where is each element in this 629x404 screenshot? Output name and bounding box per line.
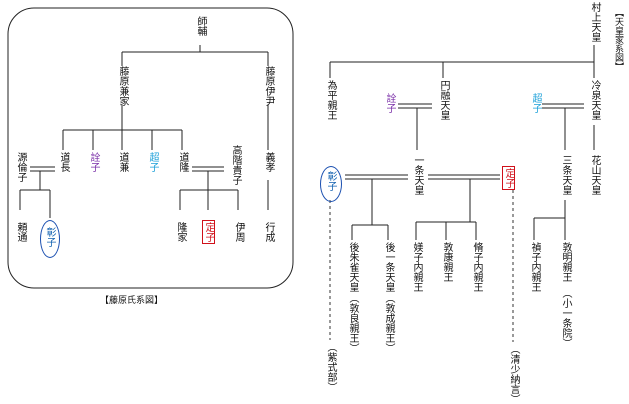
- person-senshi-imperial: 詮子: [384, 93, 395, 113]
- person-michitaka: 道隆: [177, 152, 188, 172]
- person-takaie: 隆家: [175, 222, 186, 242]
- person-yoshitaka: 義孝: [263, 152, 274, 172]
- shoshi-ellipse-imperial: [320, 166, 342, 202]
- person-shoshi-imperial: 彰子: [325, 171, 336, 191]
- person-ichijo: 一条天皇: [412, 155, 423, 195]
- person-atsuakira: 敦明親王: [560, 242, 571, 282]
- person-atsuakira-note: （小一条院）: [560, 288, 571, 348]
- person-michikane: 道兼: [117, 152, 128, 172]
- shoshi-ellipse-fujiwara: [40, 220, 60, 258]
- person-kazan: 花山天皇: [589, 155, 600, 195]
- person-senshi: 詮子: [88, 152, 99, 172]
- person-shisuke: 師輔: [195, 16, 206, 36]
- person-gosuzaku-note: （敦良親王）: [347, 293, 358, 353]
- person-teishi-naishinno: 禎子内親王: [529, 242, 540, 292]
- person-teishi-imperial: 定子: [502, 166, 515, 190]
- person-yukinari: 行成: [263, 222, 274, 242]
- person-kaneie: 藤原兼家: [117, 66, 128, 106]
- person-bishi: 媄子内親王: [411, 242, 422, 292]
- person-shoshi: 彰子: [44, 227, 55, 247]
- person-murasaki: （紫式部）: [325, 342, 336, 392]
- person-takashina: 高階貴子: [230, 145, 241, 185]
- person-enyu: 円融天皇: [438, 80, 449, 120]
- fujiwara-caption: 【藤原氏系図】: [100, 296, 164, 306]
- person-seishonagon: （清少納言）: [508, 344, 519, 404]
- person-murakami: 村上天皇: [589, 2, 600, 42]
- person-korechika: 伊周: [233, 222, 244, 242]
- imperial-caption: 【天皇家系図】: [613, 8, 623, 71]
- fujiwara-frame: [7, 7, 294, 289]
- person-goichijo: 後一条天皇: [383, 242, 394, 292]
- person-teishi: 定子: [202, 220, 215, 244]
- person-michinaga: 道長: [58, 152, 69, 172]
- person-minamoto-rinshi: 源倫子: [15, 152, 26, 182]
- person-atsuyasu: 敦康親王: [441, 242, 452, 282]
- person-gosuzaku: 後朱雀天皇: [347, 242, 358, 292]
- person-tamehira: 為平親王: [325, 80, 336, 120]
- person-reizei: 冷泉天皇: [589, 80, 600, 120]
- person-shushi: 脩子内親王: [471, 242, 482, 292]
- person-choshi: 超子: [147, 152, 158, 172]
- person-goichijo-note: （敦成親王）: [383, 293, 394, 353]
- person-sanjo: 三条天皇: [560, 155, 571, 195]
- person-koretada: 藤原伊尹: [263, 66, 274, 106]
- person-choshi-imperial: 超子: [530, 93, 541, 113]
- person-yorimichi: 頼通: [15, 222, 26, 242]
